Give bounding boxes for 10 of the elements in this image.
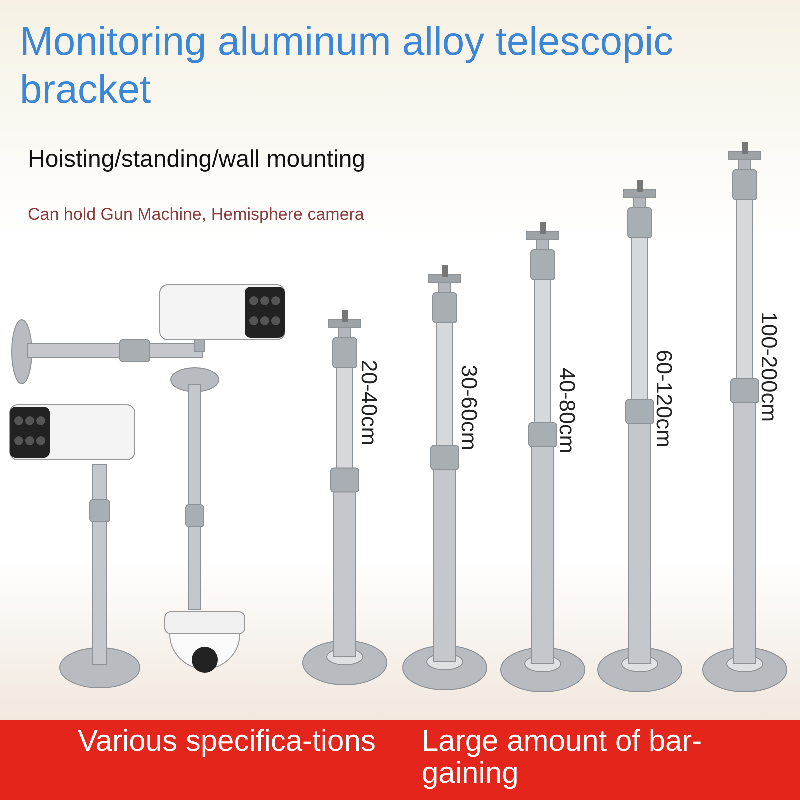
subtitle: Hoisting/standing/wall mounting [28, 146, 366, 174]
length-label: 60-120cm [651, 350, 677, 448]
length-label: 20-40cm [356, 360, 382, 446]
note: Can hold Gun Machine, Hemisphere camera [28, 205, 364, 225]
title: Monitoring aluminum alloy telescopic bracket [20, 19, 675, 114]
length-label: 30-60cm [456, 365, 482, 451]
length-label: 40-80cm [554, 368, 580, 454]
footer-text: Various specifica-tions [78, 726, 377, 758]
length-label: 100-200cm [756, 312, 782, 422]
footer-text: Large amount of bar-gaining [422, 726, 704, 790]
